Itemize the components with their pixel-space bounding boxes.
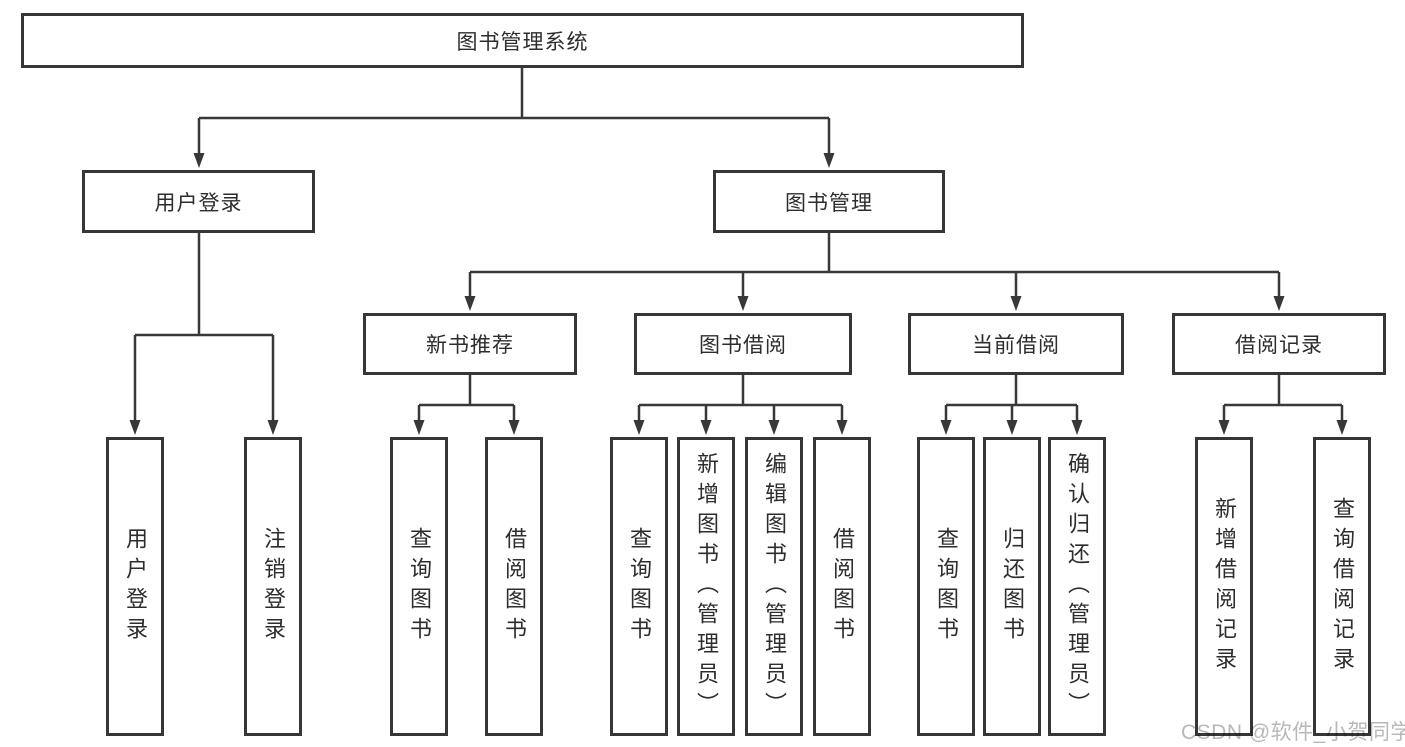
leaf-query-books: 查询图书 bbox=[610, 437, 668, 736]
leaf-label: 用户登录 bbox=[123, 526, 148, 647]
node-label: 图书管理 bbox=[785, 191, 873, 215]
leaf-label: 注销登录 bbox=[261, 526, 286, 647]
leaf-borrow-books: 借阅图书 bbox=[485, 437, 543, 736]
leaf-query-books: 查询图书 bbox=[917, 437, 975, 736]
csdn-watermark: CSDN @软件_小贺同学 bbox=[1181, 721, 1405, 744]
leaf-label: 归还图书 bbox=[1000, 526, 1025, 647]
node-label: 借阅记录 bbox=[1235, 334, 1323, 357]
leaf-label: 查询图书 bbox=[407, 526, 432, 647]
leaf-borrow-books: 借阅图书 bbox=[813, 437, 871, 736]
node-label: 当前借阅 bbox=[972, 334, 1060, 357]
leaf-label: 确认归还（管理员） bbox=[1065, 451, 1090, 722]
edge-borrowing-to-leaves bbox=[637, 375, 844, 423]
edge-login-to-leaves bbox=[133, 233, 275, 423]
node-label: 新书推荐 bbox=[426, 334, 514, 357]
leaf-label: 查询图书 bbox=[934, 526, 959, 647]
node-current-borrowing: 当前借阅 bbox=[908, 313, 1124, 375]
node-label: 用户登录 bbox=[154, 191, 243, 215]
leaf-label: 借阅图书 bbox=[502, 526, 527, 647]
leaf-query-books: 查询图书 bbox=[390, 437, 448, 736]
leaf-logout: 注销登录 bbox=[244, 437, 302, 736]
node-label: 图书借阅 bbox=[699, 334, 787, 357]
node-borrowing-records: 借阅记录 bbox=[1172, 313, 1386, 375]
edge-management-to-sections bbox=[468, 233, 1281, 299]
leaf-label: 查询图书 bbox=[627, 526, 652, 647]
leaf-edit-books-admin: 编辑图书（管理员） bbox=[745, 437, 803, 736]
leaf-return-books: 归还图书 bbox=[983, 437, 1041, 736]
node-library-management-system: 图书管理系统 bbox=[21, 13, 1024, 68]
leaf-label: 查询借阅记录 bbox=[1330, 496, 1355, 677]
leaf-query-borrow-record: 查询借阅记录 bbox=[1313, 437, 1371, 736]
edge-recommend-to-leaves bbox=[417, 375, 516, 423]
edge-current-to-leaves bbox=[944, 375, 1079, 423]
edge-records-to-leaves bbox=[1222, 375, 1344, 423]
node-new-book-recommendation: 新书推荐 bbox=[363, 313, 577, 375]
node-label: 图书管理系统 bbox=[456, 30, 589, 54]
leaf-user-login: 用户登录 bbox=[106, 437, 164, 736]
leaf-add-books-admin: 新增图书（管理员） bbox=[677, 437, 735, 736]
leaf-label: 新增图书（管理员） bbox=[694, 451, 719, 722]
edge-root-to-level2 bbox=[197, 68, 831, 156]
leaf-add-borrow-record: 新增借阅记录 bbox=[1195, 437, 1253, 736]
leaf-confirm-return-admin: 确认归还（管理员） bbox=[1048, 437, 1106, 736]
node-book-borrowing: 图书借阅 bbox=[634, 313, 852, 375]
node-book-management: 图书管理 bbox=[713, 170, 945, 233]
node-user-login: 用户登录 bbox=[82, 170, 315, 233]
leaf-label: 编辑图书（管理员） bbox=[762, 451, 787, 722]
leaf-label: 新增借阅记录 bbox=[1212, 496, 1237, 677]
leaf-label: 借阅图书 bbox=[830, 526, 855, 647]
arrowheads bbox=[129, 153, 1348, 435]
